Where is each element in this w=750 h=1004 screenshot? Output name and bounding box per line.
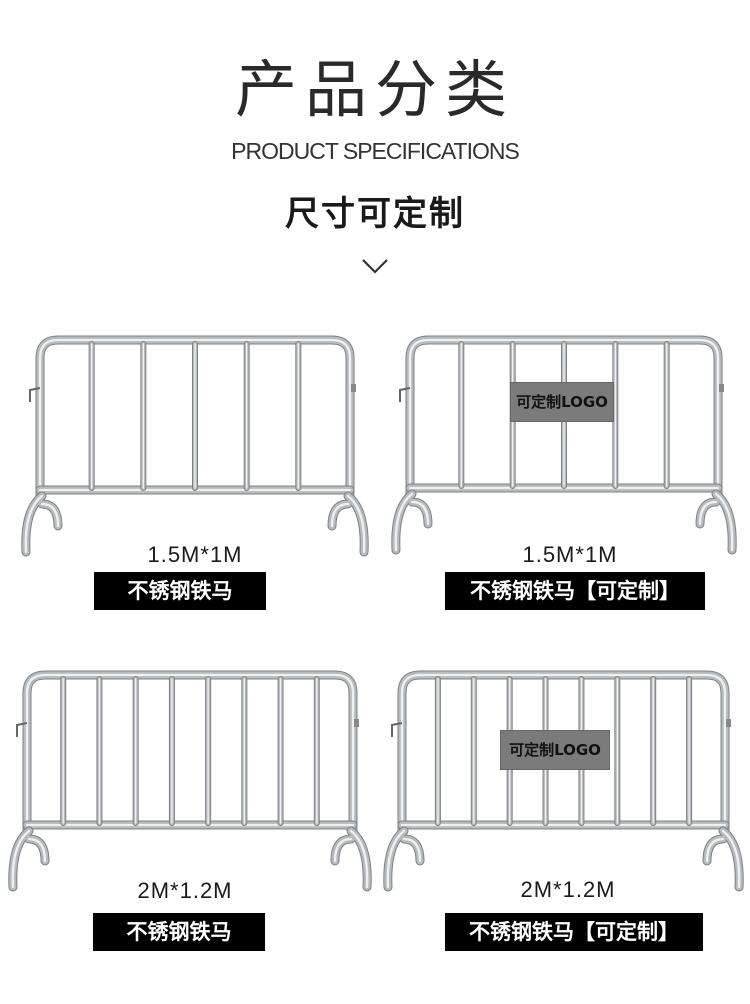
product-card-2: 可定制LOGO 1.5M*1M 不锈钢铁马【可定制】 [390, 330, 740, 620]
product-card-1: 1.5M*1M 不锈钢铁马 [20, 330, 370, 620]
chevron-down-icon [362, 259, 388, 274]
barrier-image [391, 335, 737, 555]
product-name: 不锈钢铁马【可定制】 [445, 572, 705, 610]
barrier-image [21, 335, 369, 557]
product-card-4: 可定制LOGO 2M*1.2M 不锈钢铁马【可定制】 [380, 665, 748, 955]
product-name: 不锈钢铁马 [93, 913, 265, 951]
logo-plate: 可定制LOGO [510, 382, 614, 422]
page-subtitle: 尺寸可定制 [285, 194, 465, 234]
product-size: 1.5M*1M [147, 542, 243, 567]
product-name: 不锈钢铁马【可定制】 [445, 913, 703, 951]
product-size: 1.5M*1M [522, 542, 618, 567]
product-card-3: 2M*1.2M 不锈钢铁马 [5, 665, 375, 955]
logo-plate: 可定制LOGO [500, 730, 610, 770]
product-size: 2M*1.2M [520, 877, 616, 902]
product-name: 不锈钢铁马 [94, 572, 266, 610]
barrier-image [8, 670, 372, 892]
page-title: 产品分类 [234, 53, 515, 126]
product-size: 2M*1.2M [137, 878, 233, 903]
page-title-english: PRODUCT SPECIFICATIONS [231, 138, 520, 164]
barrier-image [383, 670, 744, 892]
